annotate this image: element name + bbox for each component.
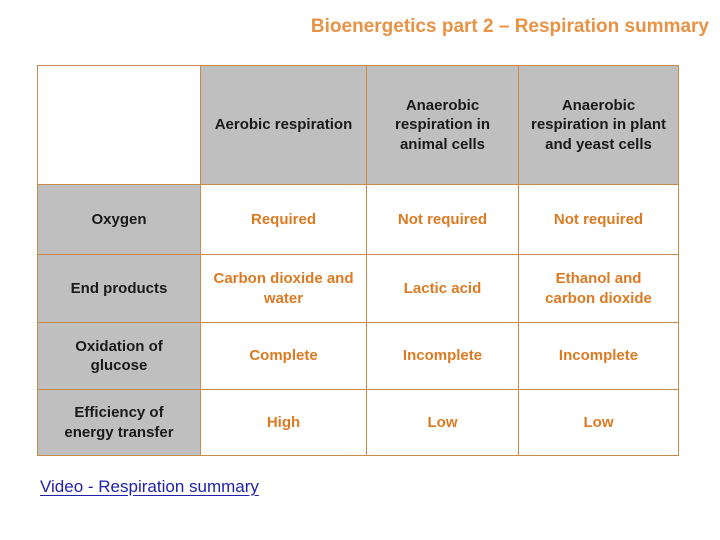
table-cell: Incomplete [366, 322, 519, 390]
table-row-end-products: End products Carbon dioxide and water La… [37, 254, 679, 323]
table-cell: Not required [518, 184, 679, 255]
table-cell: Low [518, 389, 679, 456]
column-header-aerobic: Aerobic respiration [200, 65, 367, 185]
table-row-oxygen: Oxygen Required Not required Not require… [37, 184, 679, 255]
table-header-row: Aerobic respiration Anaerobic respiratio… [37, 65, 679, 185]
table-row-oxidation: Oxidation of glucose Complete Incomplete… [37, 322, 679, 390]
table-cell: Lactic acid [366, 254, 519, 323]
table-cell: High [200, 389, 367, 456]
row-header-oxygen: Oxygen [37, 184, 201, 255]
table-cell: Complete [200, 322, 367, 390]
row-header-end-products: End products [37, 254, 201, 323]
table-cell: Ethanol and carbon dioxide [518, 254, 679, 323]
column-header-anaerobic-plant-yeast: Anaerobic respiration in plant and yeast… [518, 65, 679, 185]
slide-title: Bioenergetics part 2 – Respiration summa… [310, 16, 709, 37]
table-cell: Not required [366, 184, 519, 255]
column-header-anaerobic-animal: Anaerobic respiration in animal cells [366, 65, 519, 185]
video-respiration-summary-link[interactable]: Video - Respiration summary [40, 477, 259, 496]
table-corner-empty-cell [37, 65, 201, 185]
respiration-summary-table: Aerobic respiration Anaerobic respiratio… [37, 65, 679, 456]
table-cell: Carbon dioxide and water [200, 254, 367, 323]
row-header-oxidation-of-glucose: Oxidation of glucose [37, 322, 201, 390]
table-cell: Low [366, 389, 519, 456]
table-row-efficiency: Efficiency of energy transfer High Low L… [37, 389, 679, 456]
table-cell: Incomplete [518, 322, 679, 390]
row-header-efficiency-of-energy-transfer: Efficiency of energy transfer [37, 389, 201, 456]
table-cell: Required [200, 184, 367, 255]
